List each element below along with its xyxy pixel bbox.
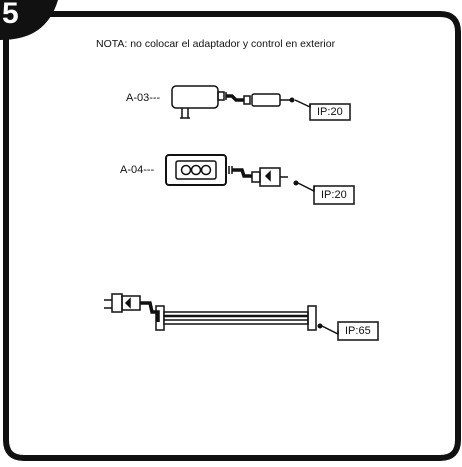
adapter-a03-ip-rating: IP:20 (317, 106, 343, 118)
panel-border (3, 11, 461, 461)
adapter-a03-graphic (171, 85, 351, 121)
led-bar-ip-rating: IP:65 (345, 325, 371, 337)
step-badge (0, 0, 58, 40)
adapter-a03-label: A-03--- (126, 92, 161, 104)
note-text: NOTA: no colocar el adaptador y control … (96, 38, 336, 50)
controller-a04-label: A-04--- (120, 164, 155, 176)
controller-a04-ip-rating: IP:20 (321, 189, 347, 201)
step-number: 5 (2, 0, 19, 30)
led-bar-graphic (104, 293, 379, 341)
controller-a04-graphic (165, 154, 355, 205)
